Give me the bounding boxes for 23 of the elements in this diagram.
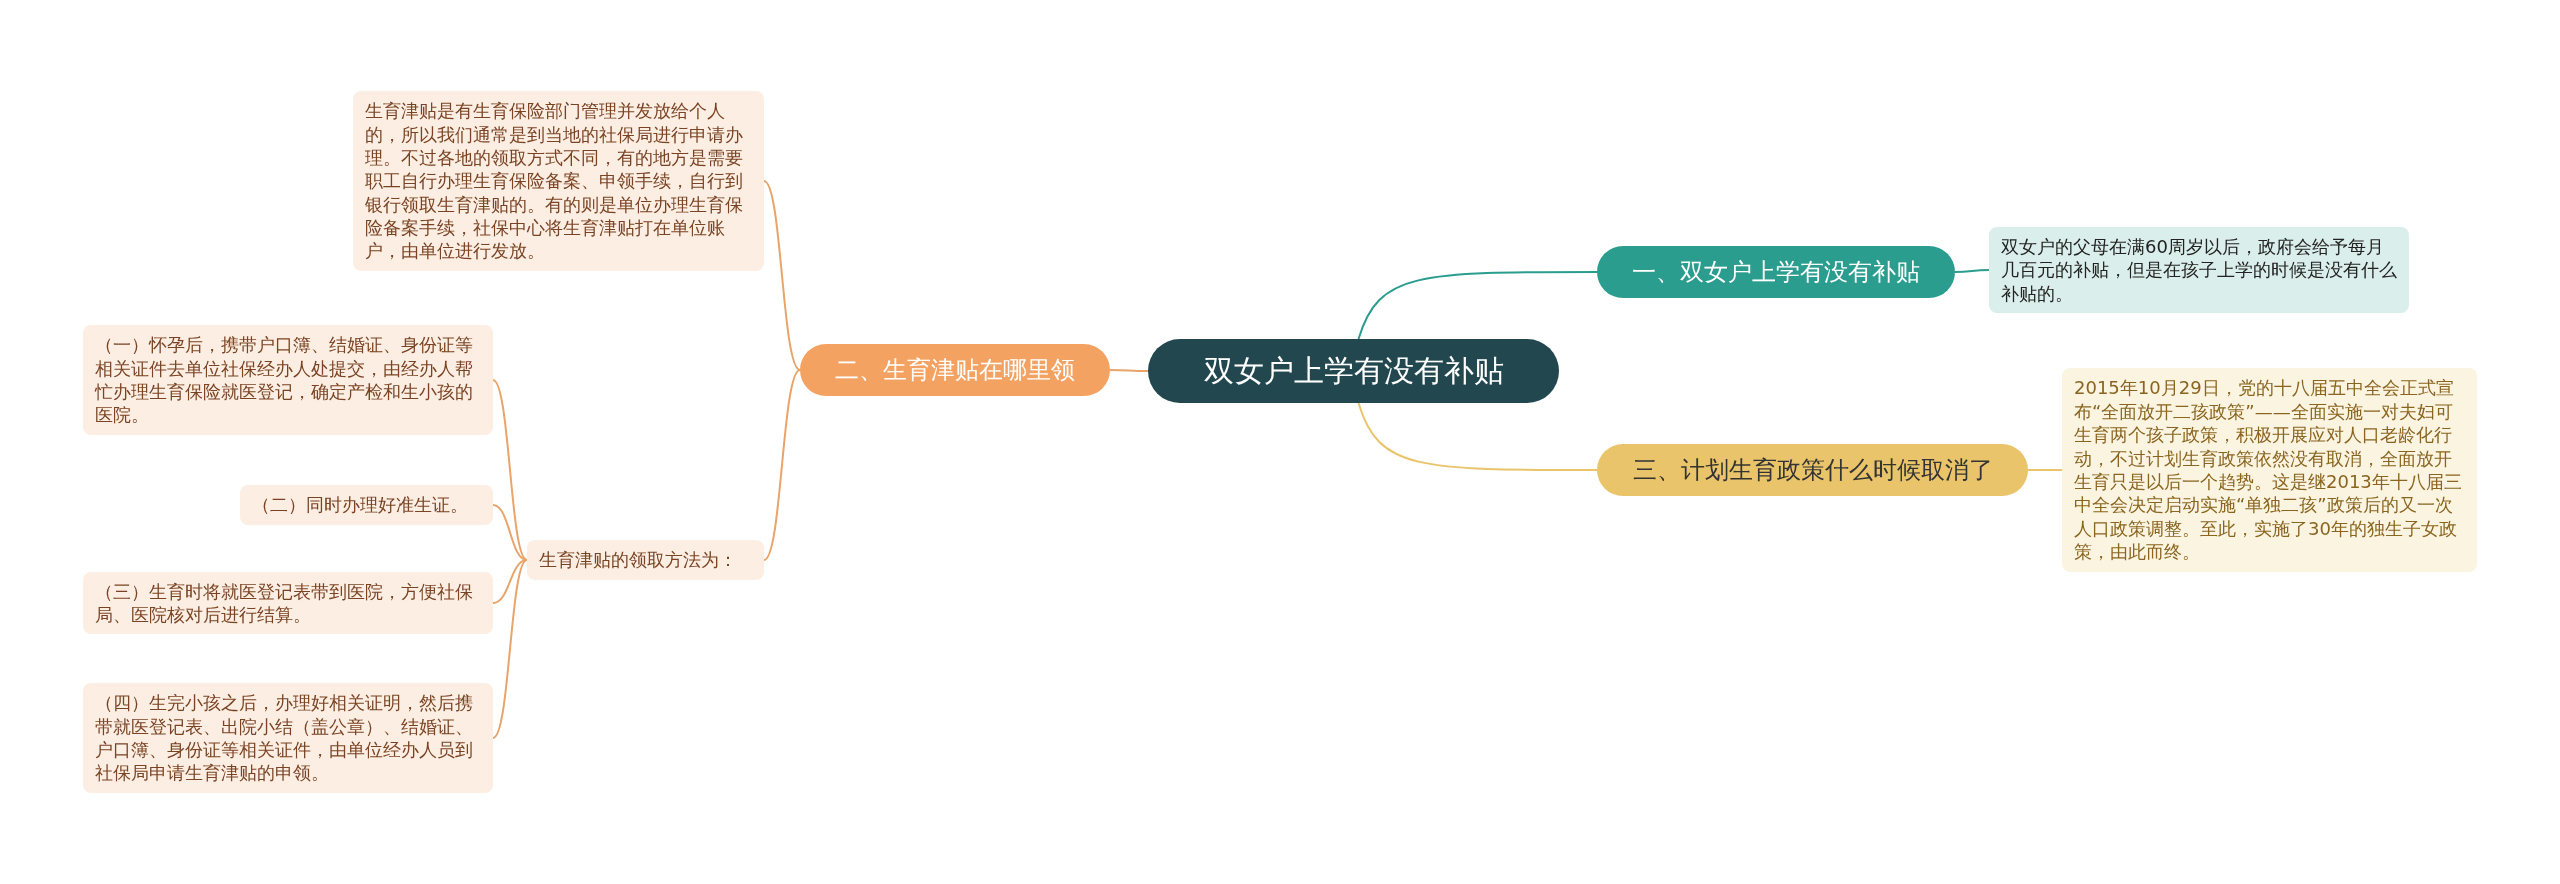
note-card: （一）怀孕后，携带户口簿、结婚证、身份证等相关证件去单位社保经办人处提交，由经办人帮忙办理生育保险就医登记，确定产检和生小孩的医院。 [83, 325, 493, 435]
note-card: （四）生完小孩之后，办理好相关证明，然后携带就医登记表、出院小结（盖公章）、结婚证、户口簿、身份证等相关证件，由单位经办人员到社保局申请生育津贴的申领。 [83, 683, 493, 793]
note-card: 双女户的父母在满60周岁以后，政府会给予每月几百元的补贴，但是在孩子上学的时候是没有什么补贴的。 [1989, 226, 2409, 314]
connector-line [1357, 271, 1598, 340]
note-card: 2015年10月29日，党的十八届五中全会正式宣布“全面放开二孩政策”——全面实施一对夫妇可生育两个孩子政策，积极开展应对人口老龄化行动，不过计划生育政策依然没有取消，全面放开生育只是以后一个趋势。这是继2013年十八届三中全会决定启动实施“单独二孩”政策后的又一次人口政策调整。至此，实施了30年的独生子女政策，由此而终。 [2062, 368, 2477, 572]
connector-line [492, 559, 528, 739]
connector-line [492, 504, 528, 561]
main-topic: 二、生育津贴在哪里领 [800, 343, 1110, 397]
note-card: （二）同时办理好准生证。 [240, 485, 493, 525]
note-card: 生育津贴是有生育保险部门管理并发放给个人的，所以我们通常是到当地的社保局进行申请办理。不过各地的领取方式不同，有的地方是需要职工自行办理生育保险备案、申领手续，自行到银行领取生育津贴的。有的则是单位办理生育保险备案手续，社保中心将生育津贴打在单位账户，由单位进行发放。 [353, 91, 764, 271]
main-topic: 一、双女户上学有没有补贴 [1597, 245, 1955, 299]
connector-line [2027, 469, 2063, 471]
note-card: 生育津贴的领取方法为： [527, 540, 764, 580]
connector-line [763, 369, 801, 561]
connector-line [492, 559, 528, 604]
connector-line [1954, 269, 1990, 273]
connector-line [1357, 402, 1598, 471]
connector-line [763, 180, 801, 371]
note-card: （三）生育时将就医登记表带到医院，方便社保局、医院核对后进行结算。 [83, 571, 493, 635]
main-topic: 三、计划生育政策什么时候取消了 [1597, 443, 2028, 497]
connector-line [492, 379, 528, 561]
connector-line [1109, 369, 1149, 372]
root-topic: 双女户上学有没有补贴 [1148, 339, 1559, 403]
